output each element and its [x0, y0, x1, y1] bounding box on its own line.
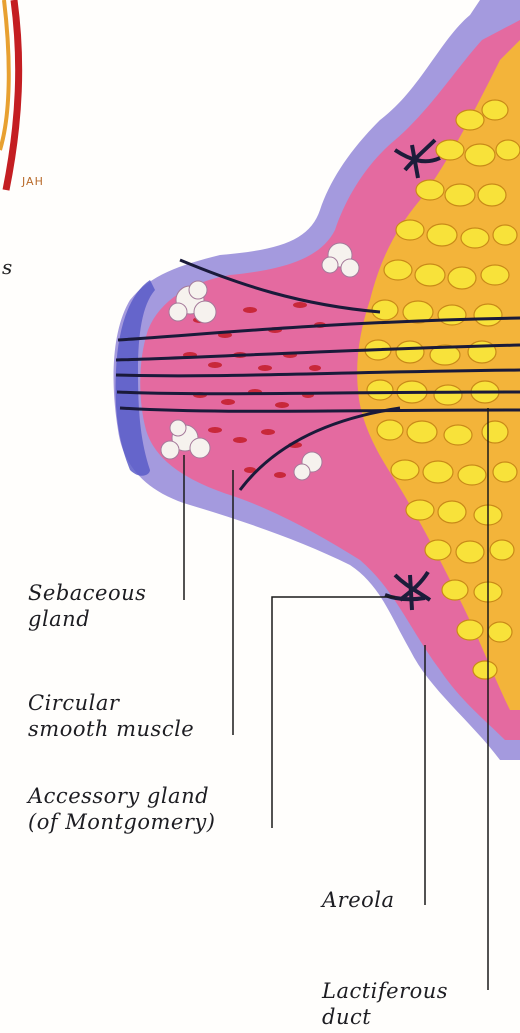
label-circular-smooth-muscle: Circular smooth muscle: [28, 690, 194, 742]
label-line: gland: [28, 606, 146, 632]
label-line: (of Montgomery): [28, 809, 215, 835]
artist-initials: JAH: [22, 175, 44, 188]
label-line: Circular: [28, 690, 194, 716]
leader-accessory: [272, 597, 395, 828]
label-sebaceous-gland: Sebaceous gland: [28, 580, 146, 632]
label-line: Sebaceous: [28, 580, 146, 606]
blood-vessel-left-highlight: [0, 0, 9, 150]
label-line: Lactiferous: [322, 978, 448, 1004]
cropped-label-fragment: s: [2, 255, 12, 279]
label-line: Accessory gland: [28, 783, 215, 809]
label-line: Areola: [322, 887, 395, 913]
label-line: smooth muscle: [28, 716, 194, 742]
label-line: duct: [322, 1004, 448, 1030]
label-accessory-gland: Accessory gland (of Montgomery): [28, 783, 215, 835]
label-areola: Areola: [322, 887, 395, 913]
label-lactiferous-duct: Lactiferous duct: [322, 978, 448, 1030]
